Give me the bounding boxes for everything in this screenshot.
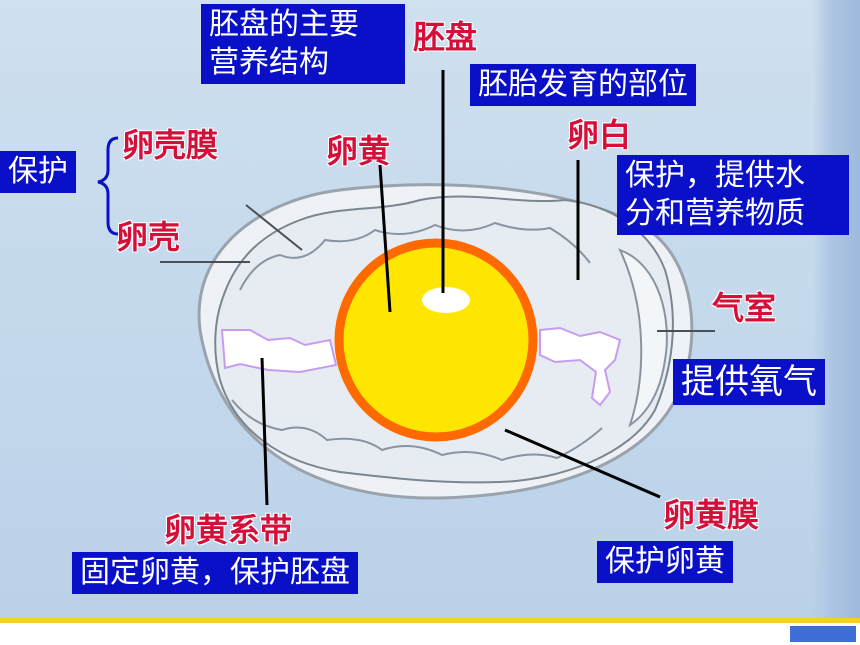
box-blastodisc-nutrition: 胚盘的主要 营养结构 <box>201 4 405 84</box>
box-air-cell-function: 提供氧气 <box>673 359 825 405</box>
label-shell: 卵壳 <box>116 218 181 256</box>
box-protect: 保护 <box>0 151 76 193</box>
chalaza-left <box>220 329 338 374</box>
bottom-accent-line <box>0 618 860 623</box>
box-yolk-membrane-function: 保护卵黄 <box>597 541 733 583</box>
air-cell <box>618 248 668 428</box>
right-edge-shade <box>812 0 860 618</box>
protect-bracket <box>97 136 119 236</box>
label-yolk: 卵黄 <box>326 132 391 170</box>
corner-block <box>790 626 856 642</box>
label-shell-membrane: 卵壳膜 <box>122 126 219 164</box>
pointer-shell-membrane <box>245 204 303 251</box>
box-chalaza-function: 固定卵黄，保护胚盘 <box>72 552 358 594</box>
label-air-cell: 气室 <box>712 289 777 327</box>
pointer-yolk <box>378 164 392 313</box>
box-blastodisc-nutrition-line1: 胚盘的主要 <box>209 7 359 42</box>
pointer-yolk-membrane <box>504 428 661 499</box>
label-chalaza: 卵黄系带 <box>164 511 293 549</box>
shell-wave-1 <box>239 221 591 291</box>
yolk <box>334 238 538 442</box>
box-blastodisc-nutrition-line2: 营养结构 <box>209 45 329 80</box>
pointer-chalaza <box>260 357 269 506</box>
label-albumen: 卵白 <box>567 116 632 154</box>
box-albumen-line2: 分和营养物质 <box>625 196 805 231</box>
shell-wave-2 <box>231 399 603 462</box>
blastodisc <box>422 287 470 313</box>
box-blastodisc-function: 胚胎发育的部位 <box>470 64 696 106</box>
box-albumen-function: 保护，提供水 分和营养物质 <box>617 155 849 235</box>
chalaza-right <box>539 326 622 407</box>
label-yolk-membrane: 卵黄膜 <box>663 496 760 534</box>
box-albumen-line1: 保护，提供水 <box>625 158 805 193</box>
label-blastodisc: 胚盘 <box>413 18 478 56</box>
